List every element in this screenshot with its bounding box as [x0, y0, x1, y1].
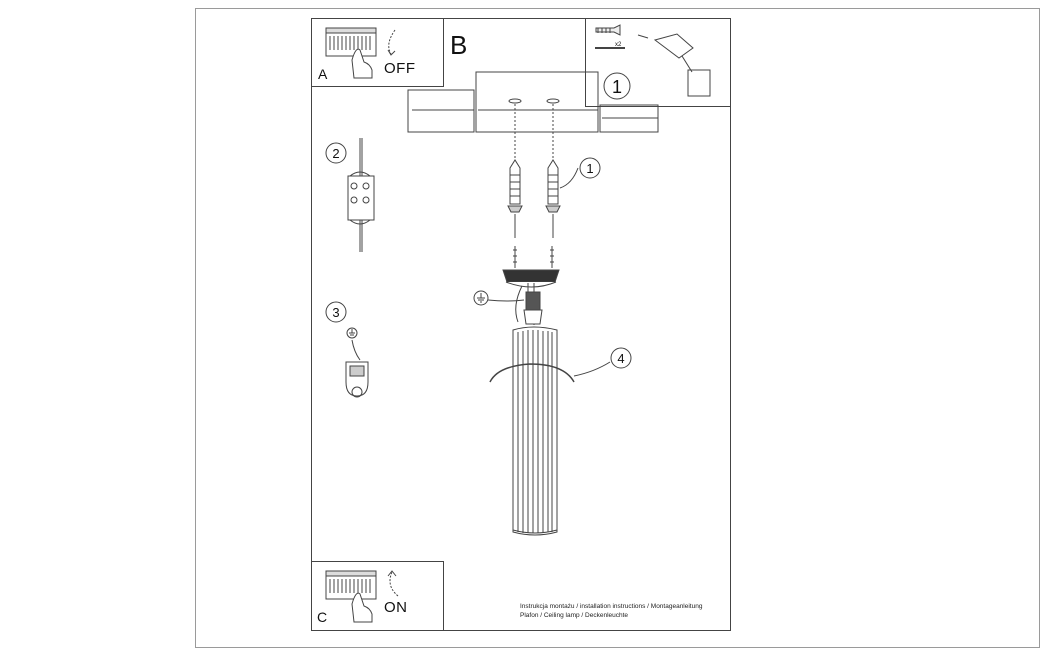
- step-circle-1: [579, 157, 601, 179]
- step-circle-tools: [603, 72, 631, 100]
- panel-b-letter: B: [450, 30, 468, 60]
- lamp-cylinder: [512, 326, 558, 536]
- step-circle-3: [325, 301, 347, 323]
- step-1-number: 1: [586, 161, 593, 176]
- earth-connector-icon: [345, 327, 369, 398]
- dowel-count: x2: [615, 42, 622, 48]
- footer-line-2: Plafon / Ceiling lamp / Deckenleuchte: [520, 612, 629, 619]
- wall-plugs: [507, 104, 579, 238]
- terminal-block-icon: [347, 138, 375, 252]
- panel-c-letter: C: [317, 609, 328, 625]
- step-2-number: 2: [332, 146, 339, 161]
- breaker-on-icon: [325, 570, 399, 623]
- ground-wire: [473, 290, 525, 306]
- step-circle-2: [325, 142, 347, 164]
- breaker-off-icon: [325, 27, 396, 79]
- on-label: ON: [384, 599, 408, 616]
- mounting-plate: [502, 246, 560, 325]
- ceiling-panels: [407, 71, 659, 133]
- tool-step-number: 1: [612, 77, 622, 97]
- off-label: OFF: [384, 60, 416, 77]
- footer-line-1: Instrukcja montażu / installation instru…: [520, 603, 703, 610]
- footer-caption: Instrukcja montażu / installation instru…: [520, 602, 702, 620]
- mounting-ring: [489, 361, 611, 383]
- step-3-number: 3: [332, 305, 339, 320]
- step-circle-4: [610, 347, 632, 369]
- panel-a-letter: A: [318, 66, 328, 82]
- drill-and-dowel-icon: [595, 24, 711, 97]
- step-4-number: 4: [617, 351, 624, 366]
